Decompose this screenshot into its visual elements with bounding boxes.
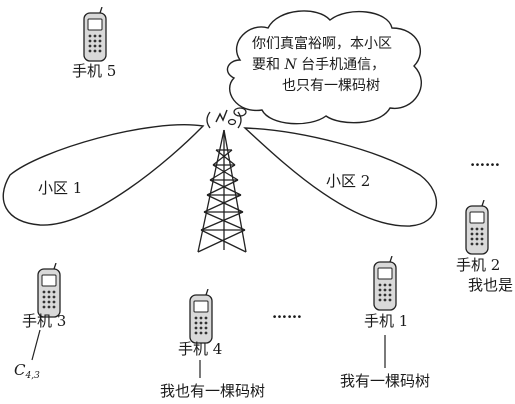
bubble-line-2: 要和 N 台手机通信，: [252, 56, 385, 75]
mobile-phone-icon: [373, 256, 397, 311]
phone-3-connector: [31, 329, 41, 361]
phone-2-note: 我也是: [468, 276, 514, 294]
mobile-phone-icon: [189, 289, 213, 344]
cell-2-lobe: [243, 127, 438, 227]
bubble-tail-dot-2: [227, 118, 237, 126]
code-subscript: 4,3: [25, 371, 40, 381]
phone-2-label: 手机 2: [456, 256, 501, 274]
ellipsis-top-right: ……: [470, 152, 500, 170]
phone-4-note: 我也有一棵码树: [160, 382, 266, 400]
phone-1-label: 手机 1: [364, 312, 409, 330]
cell-1-label: 小区 1: [38, 179, 83, 197]
speech-bubble: [226, 10, 422, 125]
phone-5-label: 手机 5: [72, 62, 117, 80]
phone-1-note: 我有一棵码树: [340, 372, 431, 390]
bubble-line-2-post: 台手机通信，: [296, 57, 386, 73]
cell-1-lobe: [2, 124, 205, 226]
bubble-line-1: 你们真富裕啊，本小区: [252, 36, 392, 52]
phone-3-code-label: C4,3: [14, 361, 40, 385]
cell-2-label: 小区 2: [326, 172, 371, 190]
phone-4-label: 手机 4: [178, 340, 223, 358]
ellipsis-bottom-middle: ……: [272, 304, 302, 322]
bubble-line-2-n: N: [284, 57, 297, 73]
bubble-line-2-pre: 要和: [252, 57, 285, 73]
mobile-phone-icon: [37, 263, 61, 318]
mobile-phone-icon: [465, 200, 489, 255]
cell-tower-icon: [197, 109, 247, 253]
mobile-phone-icon: [83, 7, 107, 62]
phone-3-label: 手机 3: [22, 312, 67, 330]
bubble-line-3: 也只有一棵码树: [282, 78, 380, 94]
code-symbol: C: [14, 361, 26, 379]
